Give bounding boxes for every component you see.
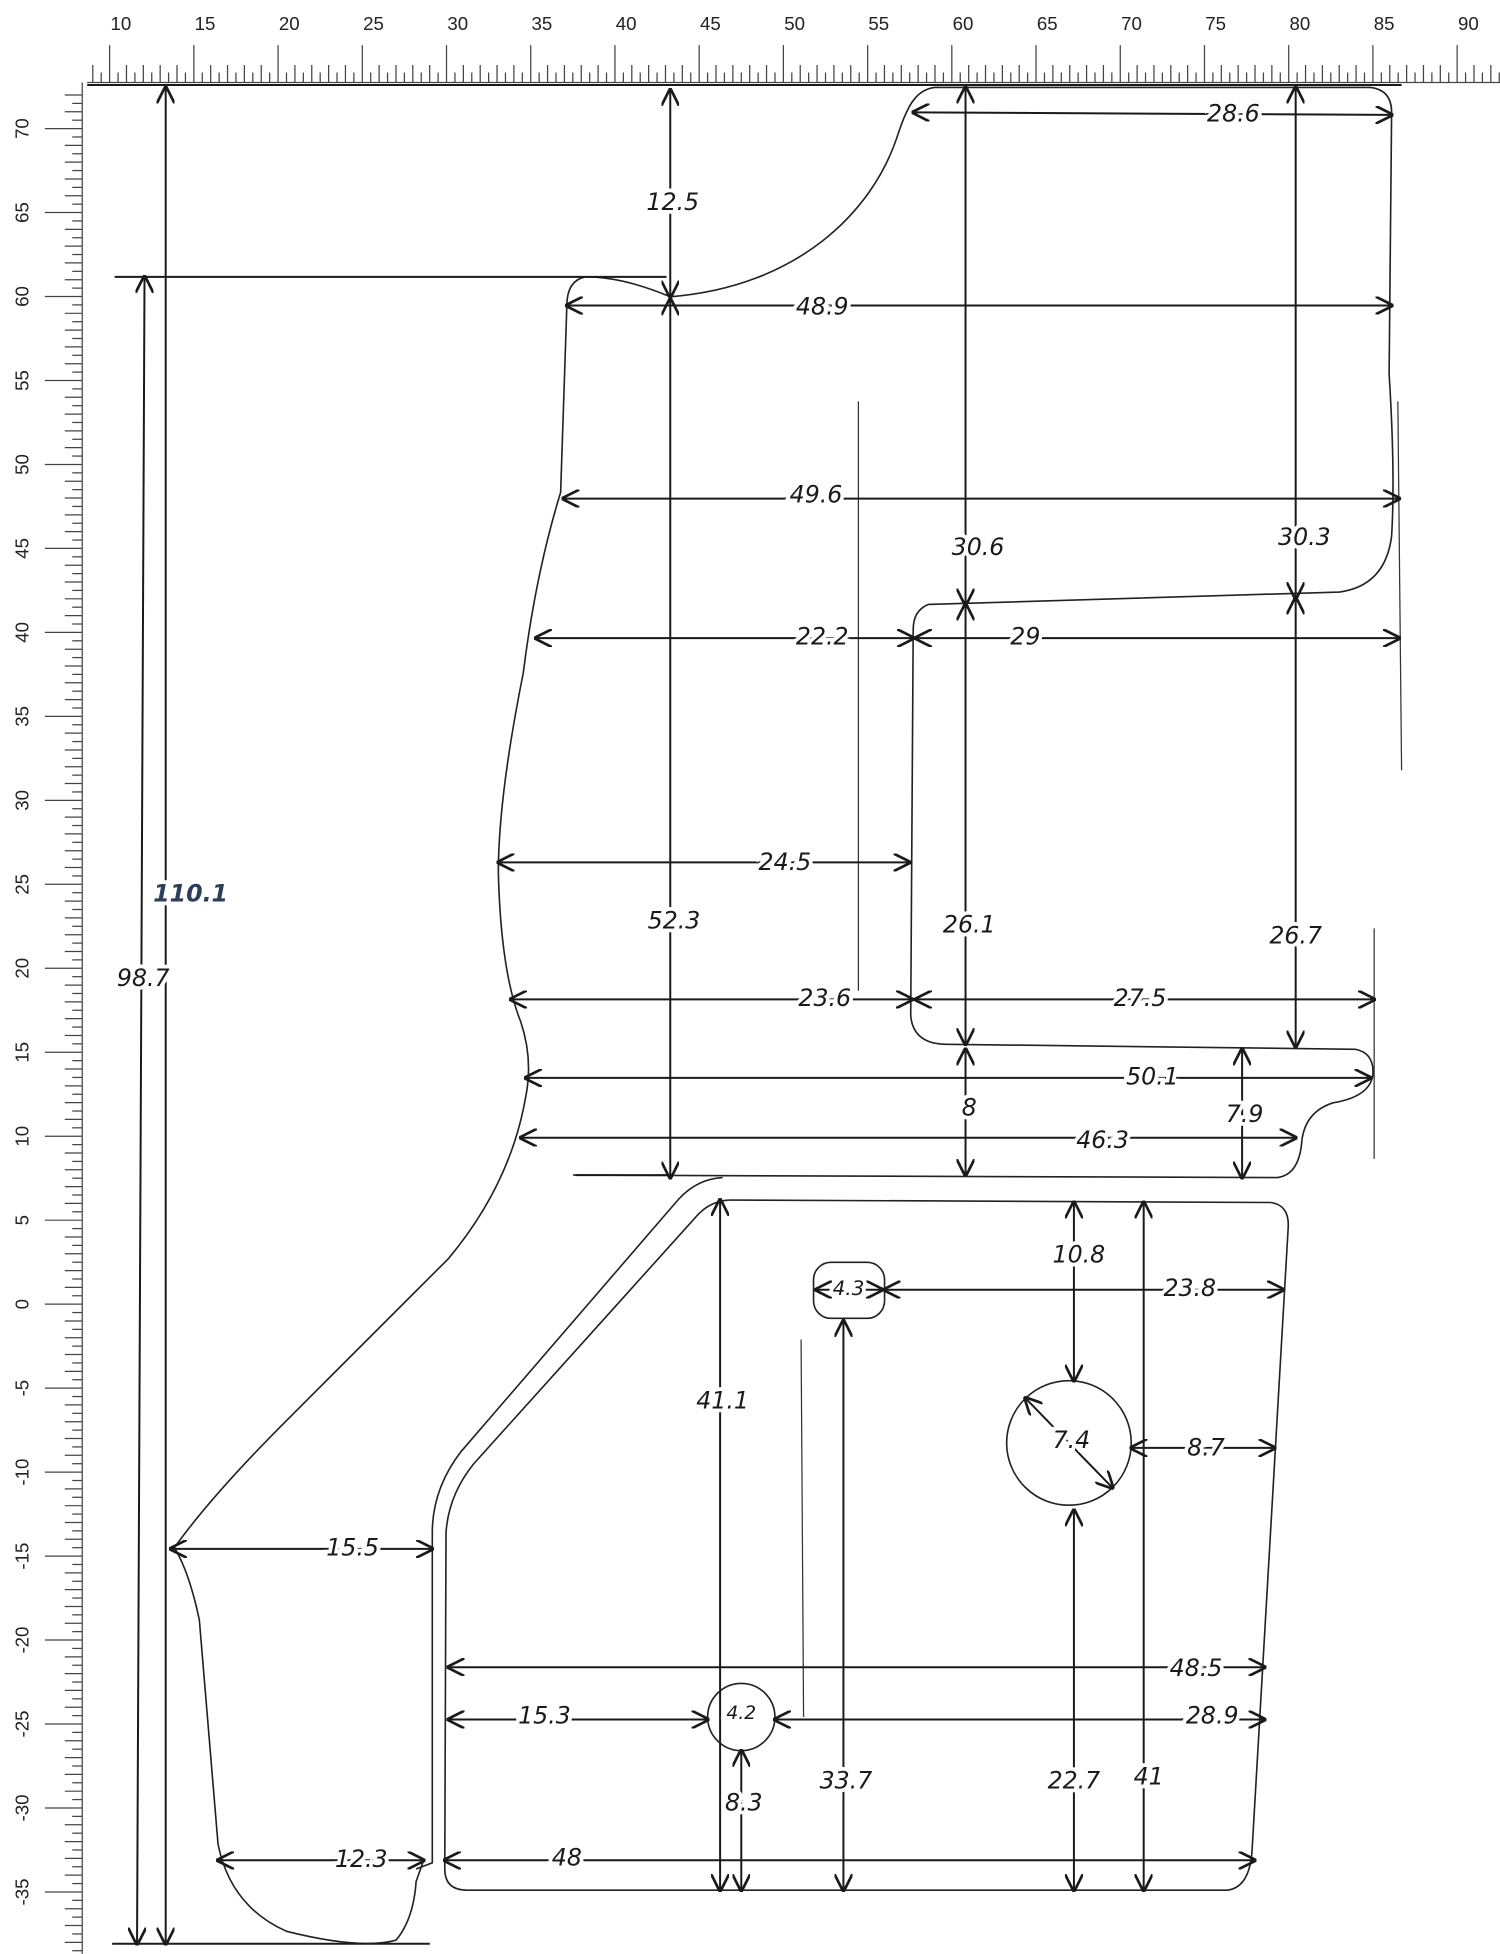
ruler-label: 50 [12,454,33,475]
ruler-label: 30 [12,790,33,811]
dim-label: 49.6 [790,481,843,509]
dim-label: 41 [1134,1763,1164,1791]
ruler-label: 0 [12,1299,33,1309]
ruler-label: 55 [12,370,33,391]
ruler-label: 25 [363,13,384,34]
ruler-label: 45 [700,13,721,34]
dim-label: 24.5 [759,848,812,876]
ruler-label: 60 [12,286,33,307]
ruler-label: 10 [110,13,131,34]
ruler-label: -10 [12,1459,33,1486]
ruler-label: 70 [1121,13,1142,34]
ruler-label: 20 [279,13,300,34]
ruler-label: -5 [12,1380,33,1397]
dim-label: 33.7 [820,1766,873,1794]
lower-piece-outline [443,1199,1290,1892]
dim-label: 48 [552,1844,582,1872]
ruler-label: 80 [1290,13,1311,34]
ruler-label: -25 [12,1711,33,1738]
ruler-label: 65 [1037,13,1058,34]
dimension-lines [137,87,1399,1943]
dim-label: 22.2 [796,623,849,651]
dim-label: 15.5 [326,1533,379,1561]
left-edge-outline [173,276,671,1945]
dim-label: 30.3 [1278,523,1331,551]
ruler-label: 10 [12,1126,33,1147]
dim-label: 23.6 [798,984,851,1012]
dim-label: 30.6 [952,533,1005,561]
dim-label: 46.3 [1076,1126,1129,1154]
ruler-label: 70 [12,118,33,139]
dim-label: 7.4 [1053,1426,1091,1454]
dim-label: 28.6 [1207,99,1260,127]
ruler-label: -30 [12,1794,33,1821]
dim-label: 8.7 [1187,1434,1225,1462]
dim-label: 12.5 [646,188,699,216]
dimension-labels: 28.6 12.5 48.9 49.6 30.6 30.3 22.2 29 24… [113,96,1334,1877]
dim-label: 12.3 [335,1845,388,1873]
dim-label: 28.9 [1186,1702,1239,1730]
ruler-label: 75 [1205,13,1226,34]
ruler-label: 40 [12,622,33,643]
dim-label: 52.3 [648,907,701,935]
ruler-label: -15 [12,1543,33,1570]
dim-label: 4.3 [833,1277,865,1300]
dim-label: 8 [962,1094,977,1122]
ruler-label: 60 [953,13,974,34]
dim-label: 29 [1010,623,1040,651]
dim-label: 41.1 [696,1386,749,1414]
dim-label: 26.7 [1269,922,1322,950]
ruler-label: 55 [868,13,889,34]
dim-label: 26.1 [943,910,996,938]
side-strip-outer [415,1176,723,1870]
ruler-label: 35 [12,706,33,727]
dim-label: 7.9 [1226,1100,1264,1128]
ruler-label: 25 [12,874,33,895]
ruler-label: 90 [1458,13,1479,34]
ruler-label: 40 [616,13,637,34]
ruler-label: 5 [12,1215,33,1225]
dim-label: 27.5 [1114,984,1167,1012]
left-ruler: 7065605550454035302520151050-5-10-15-20-… [12,82,83,1954]
dim-label: 48.5 [1170,1654,1223,1682]
dim-label: 22.7 [1048,1766,1101,1794]
dim-label: 4.2 [726,1703,756,1724]
dim-label: 8.3 [725,1789,763,1817]
ruler-label: 15 [195,13,216,34]
ruler-label: 45 [12,538,33,559]
upper-piece-outline [573,86,1394,1179]
dim-label: 23.8 [1163,1274,1216,1302]
ruler-label: -20 [12,1627,33,1654]
top-ruler: 10 15 20 25 30 35 40 45 50 55 60 65 70 75 80 85 90 [87,13,1500,84]
side-strip-inner [445,1199,729,1533]
ruler-label: 30 [447,13,468,34]
dim-label: 110.1 [153,879,228,907]
ruler-label: 15 [12,1042,33,1063]
ruler-label: -35 [12,1878,33,1905]
ruler-label: 85 [1374,13,1395,34]
dim-label: 48.9 [796,292,849,320]
dim-label: 98.7 [117,964,170,992]
ruler-label: 50 [784,13,805,34]
ruler-label: 65 [12,202,33,223]
dim-label: 50.1 [1126,1062,1179,1090]
reference-lines [87,83,1403,1945]
dim-label: 15.3 [518,1702,571,1730]
ruler-label: 35 [532,13,553,34]
dim-label: 10.8 [1053,1241,1106,1269]
ruler-label: 20 [12,958,33,979]
